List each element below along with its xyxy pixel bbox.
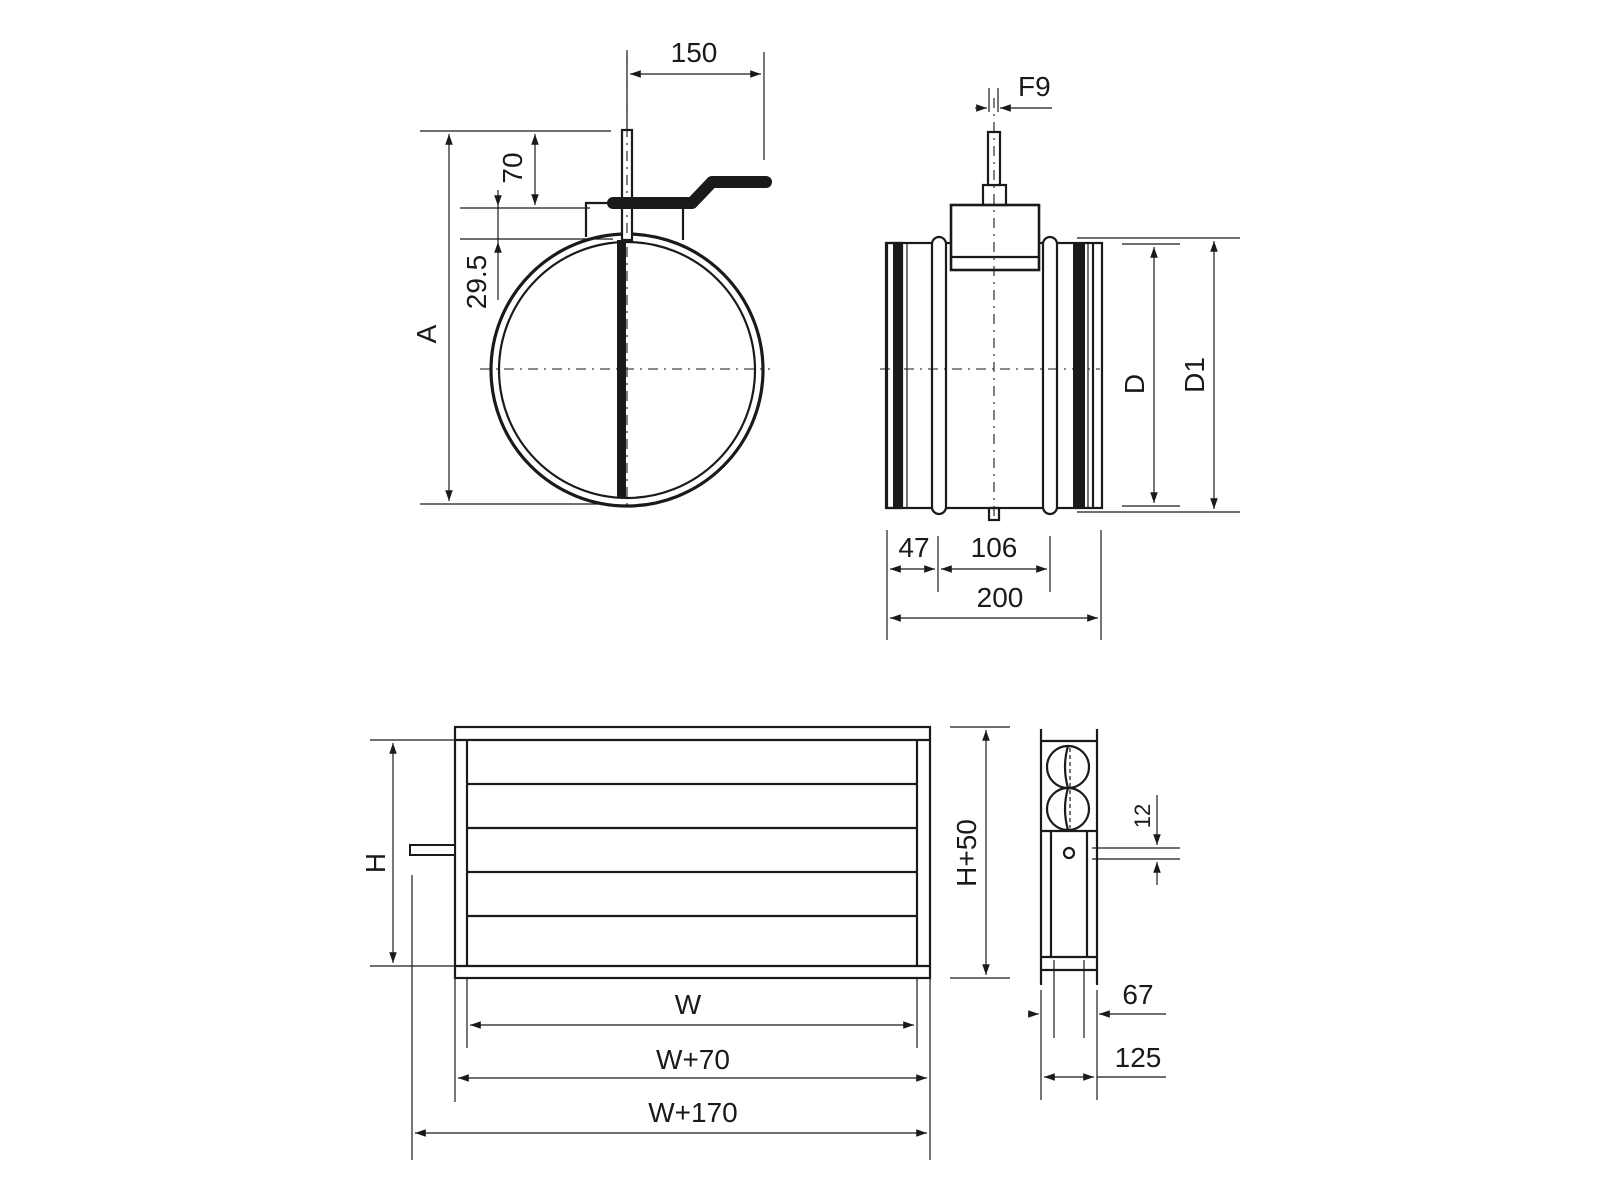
dim-overall-length: 200 xyxy=(977,582,1024,613)
duct-inner-ring xyxy=(497,240,757,500)
bead-left xyxy=(930,235,948,516)
bead-right xyxy=(1041,235,1059,516)
rect-front-view: H H+50 W W+70 W+170 xyxy=(360,725,1010,1160)
dim-outer-diameter: D1 xyxy=(1179,357,1210,393)
dim-handle-length: 150 xyxy=(671,37,718,68)
shaft-stub xyxy=(409,844,456,856)
damper-blade xyxy=(617,240,626,498)
dim-shaft-offset: 12 xyxy=(1130,804,1155,828)
blade-section-icon xyxy=(1045,786,1091,832)
dim-shaft-size: F9 xyxy=(1018,71,1051,102)
dim-frame-height: H+50 xyxy=(951,819,982,887)
dim-overall-height: A xyxy=(411,324,442,343)
dim-bracket-height: 29.5 xyxy=(461,255,492,310)
dim-height: H xyxy=(360,853,391,873)
rect-side-view: 12 67 125 xyxy=(1028,729,1180,1100)
dim-diameter: D xyxy=(1119,374,1150,394)
dim-shaft-height: 70 xyxy=(497,152,528,183)
actuator-housing xyxy=(949,203,1041,272)
handle-lever-icon xyxy=(607,176,772,209)
dim-bead-spacing: 106 xyxy=(971,532,1018,563)
dim-overall-depth: 125 xyxy=(1115,1042,1162,1073)
dim-inner-depth: 67 xyxy=(1122,979,1153,1010)
dim-overall-width: W+170 xyxy=(648,1097,738,1128)
shaft-hole-icon xyxy=(1062,846,1076,860)
blade-section-icon xyxy=(1045,744,1091,790)
dim-frame-width: W+70 xyxy=(656,1044,730,1075)
outer-frame xyxy=(453,725,932,980)
dim-spigot-length: 47 xyxy=(898,532,929,563)
round-front-view: 150 70 29.5 A xyxy=(411,37,772,510)
round-side-view: F9 D D1 47 106 200 xyxy=(880,71,1240,640)
dim-width: W xyxy=(675,989,702,1020)
